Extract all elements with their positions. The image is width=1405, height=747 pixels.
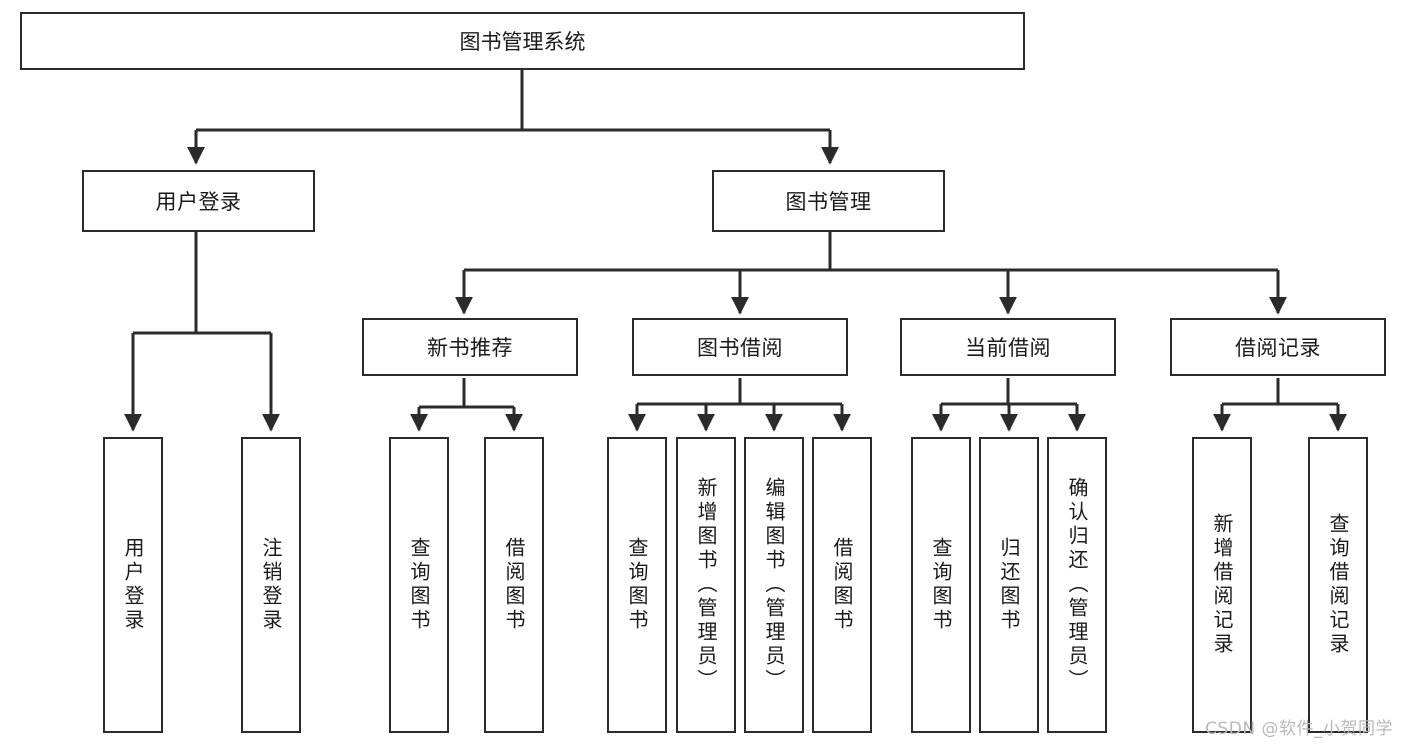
leaf-label: 借阅图书 bbox=[830, 537, 854, 633]
leaf-label: 新增图书（管理员） bbox=[694, 477, 718, 693]
leaf-label: 借阅图书 bbox=[502, 537, 526, 633]
leaf-label: 新增借阅记录 bbox=[1210, 513, 1234, 657]
leaf-new-book-borrow-book[interactable]: 借阅图书 bbox=[484, 437, 544, 733]
leaf-label: 注销登录 bbox=[259, 537, 283, 633]
leaf-label: 查询借阅记录 bbox=[1326, 513, 1350, 657]
leaf-book-borrow-borrow-book[interactable]: 借阅图书 bbox=[812, 437, 872, 733]
leaf-label: 用户登录 bbox=[121, 537, 145, 633]
node-current-borrow-label: 当前借阅 bbox=[965, 336, 1051, 360]
node-book-borrow-label: 图书借阅 bbox=[697, 336, 783, 360]
node-new-book-recommend-label: 新书推荐 bbox=[427, 336, 513, 360]
node-current-borrow[interactable]: 当前借阅 bbox=[900, 318, 1116, 376]
leaf-label: 查询图书 bbox=[625, 537, 649, 633]
node-book-management[interactable]: 图书管理 bbox=[712, 170, 945, 232]
leaf-current-borrow-query-book[interactable]: 查询图书 bbox=[911, 437, 971, 733]
node-borrow-record-label: 借阅记录 bbox=[1235, 336, 1321, 360]
leaf-book-borrow-query-book[interactable]: 查询图书 bbox=[607, 437, 667, 733]
leaf-book-borrow-add-book-admin[interactable]: 新增图书（管理员） bbox=[676, 437, 736, 733]
node-borrow-record[interactable]: 借阅记录 bbox=[1170, 318, 1386, 376]
node-book-management-label: 图书管理 bbox=[785, 190, 872, 214]
leaf-current-borrow-return-book[interactable]: 归还图书 bbox=[979, 437, 1039, 733]
leaf-label: 查询图书 bbox=[929, 537, 953, 633]
leaf-user-login-logout[interactable]: 注销登录 bbox=[241, 437, 301, 733]
leaf-label: 查询图书 bbox=[407, 537, 431, 633]
leaf-new-book-query-book[interactable]: 查询图书 bbox=[389, 437, 449, 733]
leaf-label: 确认归还（管理员） bbox=[1065, 477, 1089, 693]
node-user-login-label: 用户登录 bbox=[155, 190, 242, 214]
node-root-label: 图书管理系统 bbox=[459, 30, 586, 54]
node-new-book-recommend[interactable]: 新书推荐 bbox=[362, 318, 578, 376]
node-book-borrow[interactable]: 图书借阅 bbox=[632, 318, 848, 376]
leaf-user-login-login[interactable]: 用户登录 bbox=[103, 437, 163, 733]
node-root[interactable]: 图书管理系统 bbox=[20, 12, 1025, 70]
leaf-label: 编辑图书（管理员） bbox=[762, 477, 786, 693]
leaf-borrow-record-query-record[interactable]: 查询借阅记录 bbox=[1308, 437, 1368, 733]
leaf-book-borrow-edit-book-admin[interactable]: 编辑图书（管理员） bbox=[744, 437, 804, 733]
watermark: CSDN @软件_小贺同学 bbox=[1205, 719, 1393, 739]
node-user-login[interactable]: 用户登录 bbox=[82, 170, 315, 232]
leaf-current-borrow-confirm-return-admin[interactable]: 确认归还（管理员） bbox=[1047, 437, 1107, 733]
leaf-label: 归还图书 bbox=[997, 537, 1021, 633]
leaf-borrow-record-add-record[interactable]: 新增借阅记录 bbox=[1192, 437, 1252, 733]
